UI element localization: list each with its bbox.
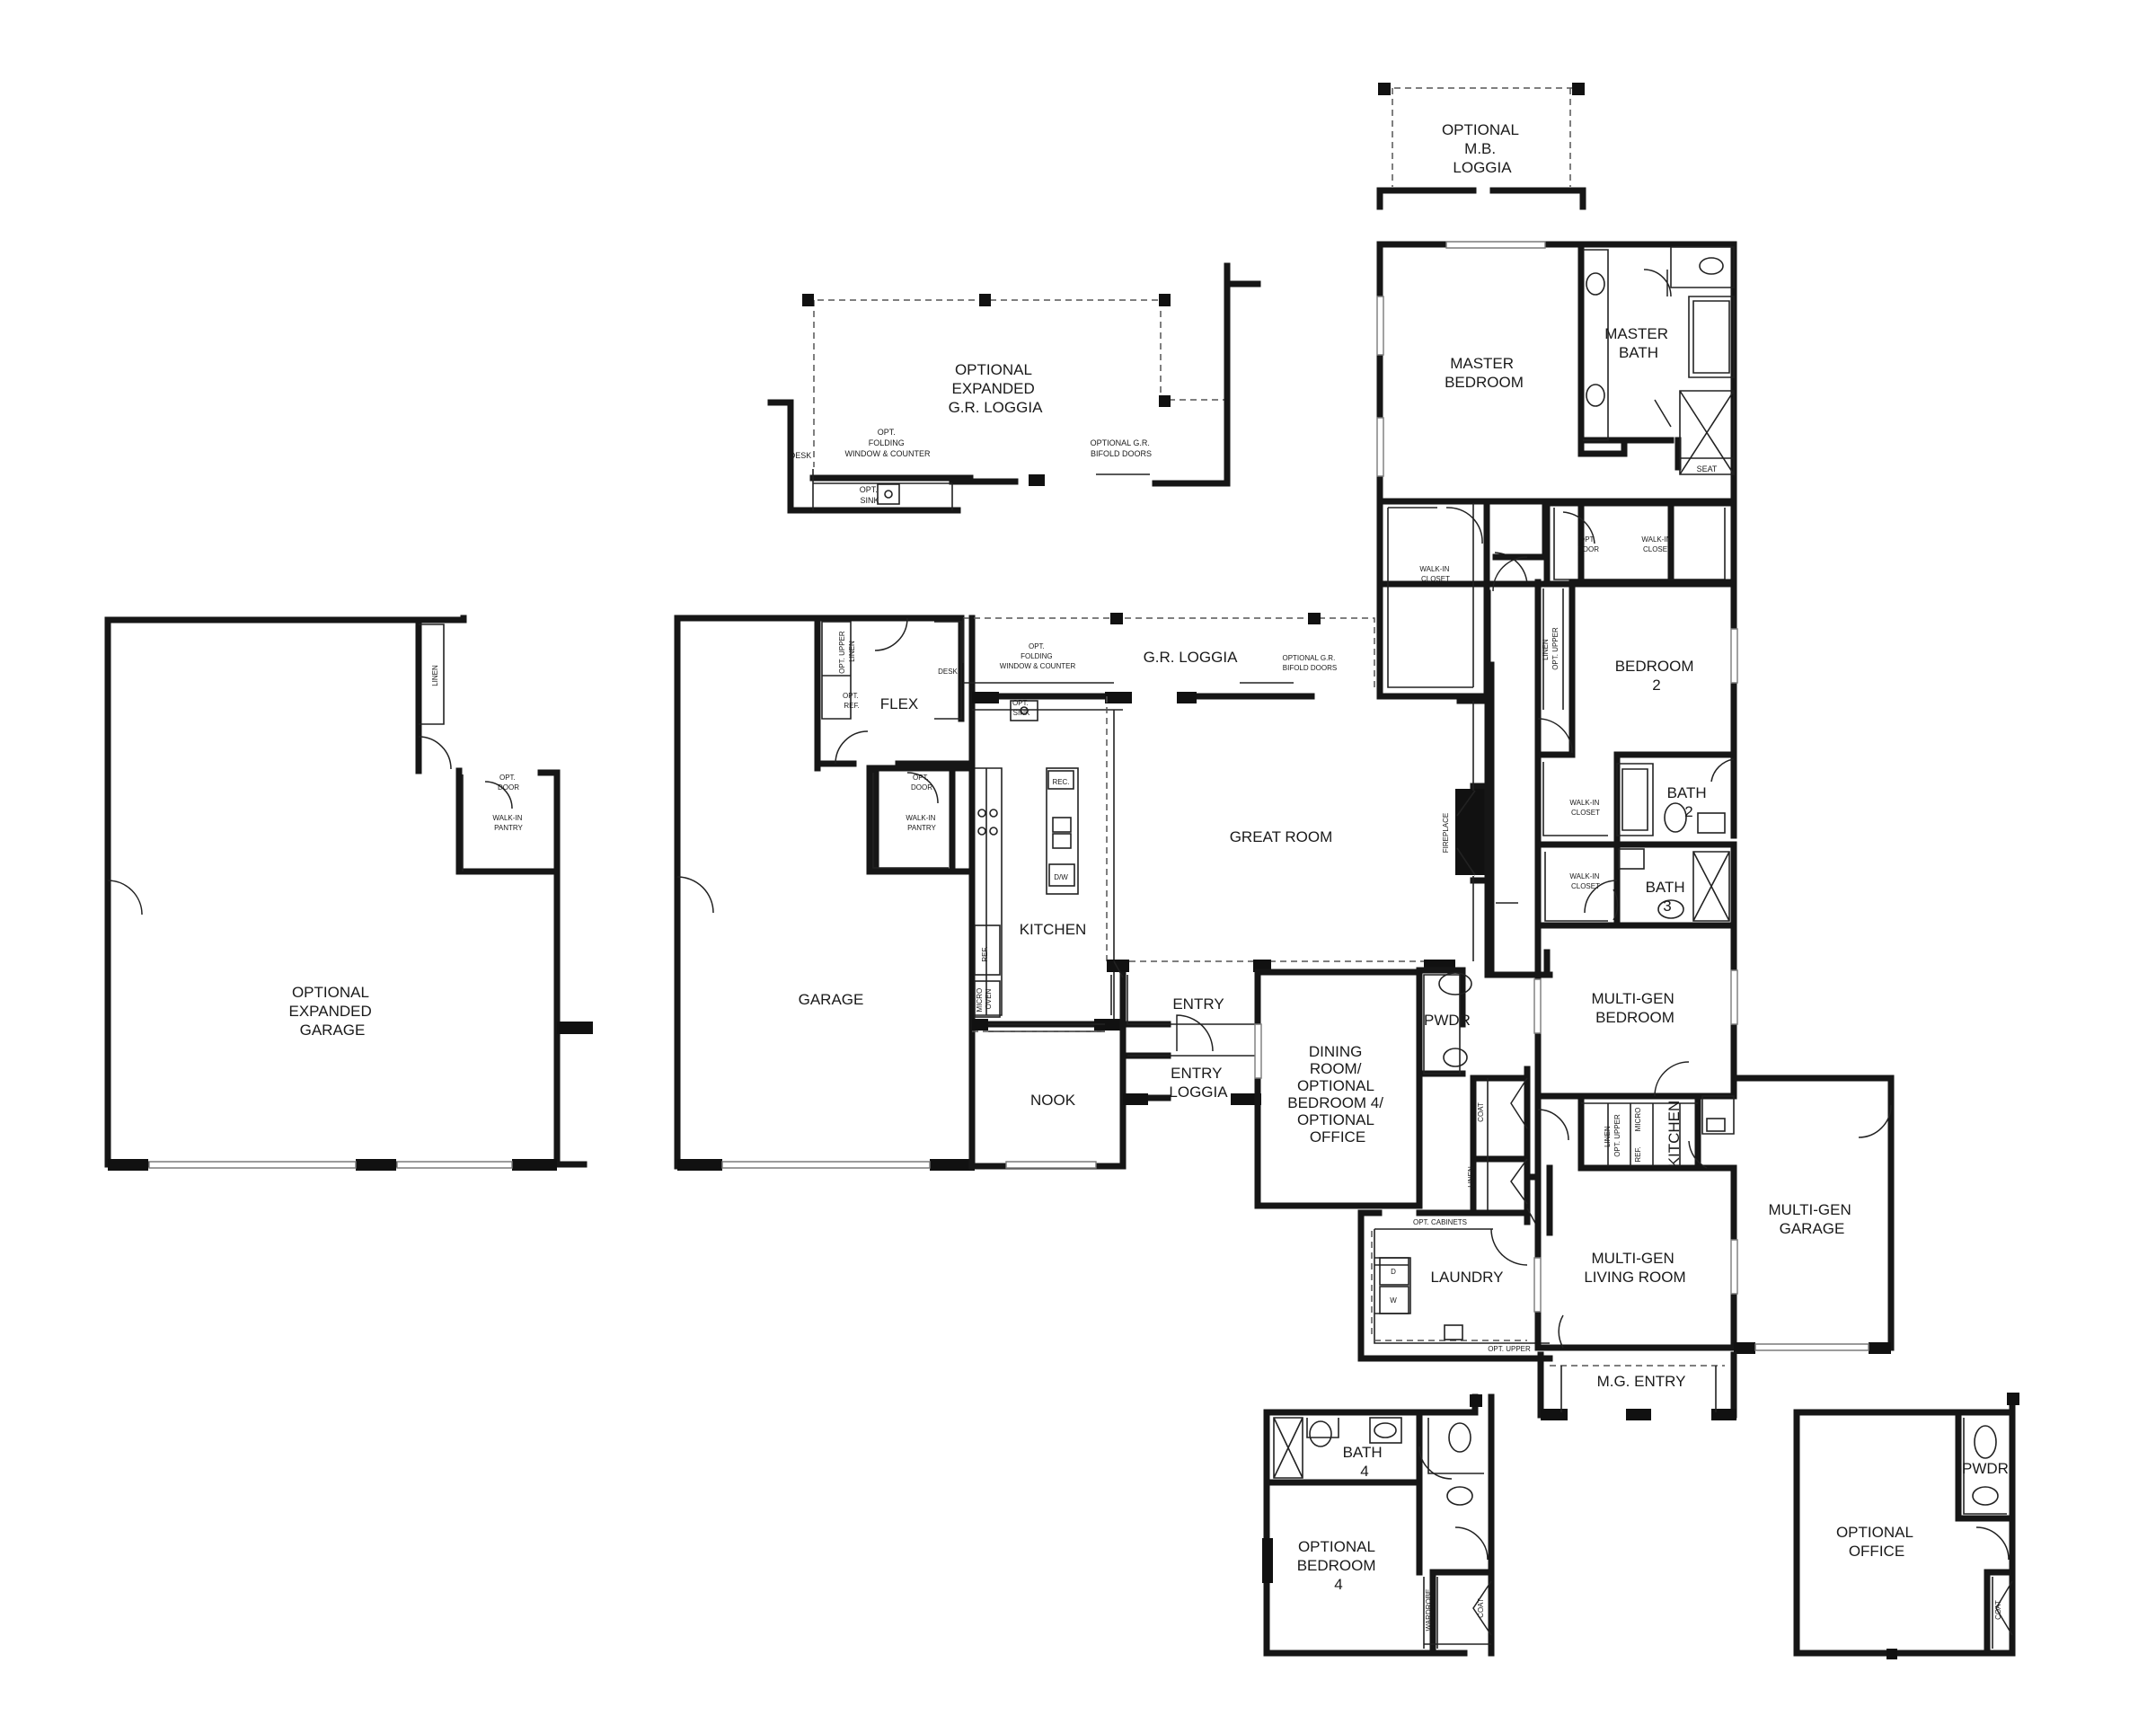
label-walk-in-pantry-flex: WALK-IN PANTRY xyxy=(906,814,937,832)
label-entry-loggia: ENTRY LOGGIA xyxy=(1169,1065,1228,1101)
label-seat: SEAT xyxy=(1697,464,1718,473)
label-pwdr-office: PWDR xyxy=(1962,1460,2009,1477)
label-dryer: D xyxy=(1391,1268,1396,1276)
label-multi-gen-living-room: MULTI-GEN LIVING ROOM xyxy=(1584,1250,1685,1286)
label-optional-gr-bifold-doors-2: OPTIONAL G.R. BIFOLD DOORS xyxy=(1282,654,1337,672)
label-master-bedroom: MASTER BEDROOM xyxy=(1445,355,1524,391)
label-opt-sink-kitchen: OPT. SINK xyxy=(1012,699,1030,717)
label-walk-in-closet-1: WALK-IN CLOSET xyxy=(1419,565,1451,583)
label-opt-cabinets: OPT. CABINETS xyxy=(1413,1218,1467,1226)
label-opt-upper: OPT. UPPER xyxy=(1488,1345,1531,1353)
optional-expanded-garage xyxy=(104,615,593,1171)
label-multi-gen-bedroom: MULTI-GEN BEDROOM xyxy=(1592,990,1679,1026)
label-opt-door-master: OPT. DOOR xyxy=(1577,535,1599,553)
label-opt-gr-bifold-doors: OPTIONAL G.R. BIFOLD DOORS xyxy=(1091,438,1153,458)
label-opt-door-flex: OPT. DOOR xyxy=(911,774,932,792)
label-wardrobe: WARDROBE xyxy=(1425,1589,1433,1632)
main-house-walls xyxy=(674,241,1895,1420)
label-coat-bedroom-4: COAT xyxy=(1477,1598,1485,1618)
label-bath-2: BATH 2 xyxy=(1667,784,1711,820)
label-bedroom-2: BEDROOM 2 xyxy=(1615,658,1699,694)
label-desk: DESK xyxy=(790,451,812,460)
label-dw: D/W xyxy=(1054,873,1068,881)
optional-bedroom-4-plan xyxy=(1262,1393,1495,1657)
label-opt-folding-window-counter-2: OPT. FOLDING WINDOW & COUNTER xyxy=(1000,642,1076,670)
label-optional-office: OPTIONAL OFFICE xyxy=(1836,1524,1917,1560)
label-ref-kitchen: REF. xyxy=(981,946,989,961)
optional-expanded-gr-loggia xyxy=(767,262,1261,514)
label-great-room: GREAT ROOM xyxy=(1230,828,1333,845)
label-flex: FLEX xyxy=(880,695,919,712)
label-walk-in-closet-2: WALK-IN CLOSET xyxy=(1641,535,1673,553)
label-opt-expanded-garage: OPTIONAL EXPANDED GARAGE xyxy=(289,984,376,1039)
label-micro: MICRO xyxy=(1634,1108,1642,1132)
label-master-bath: MASTER BATH xyxy=(1604,325,1673,361)
label-micro-oven: MICRO OVEN xyxy=(976,986,993,1013)
label-gr-loggia: G.R. LOGGIA xyxy=(1144,649,1239,666)
optional-office-plan xyxy=(1793,1393,2019,1659)
label-bath-4: BATH 4 xyxy=(1343,1444,1387,1480)
label-dining-room: DINING ROOM/ OPTIONAL BEDROOM 4/ OPTIONA… xyxy=(1287,1043,1387,1146)
label-fireplace: FIREPLACE xyxy=(1442,813,1450,853)
kitchen-fixtures xyxy=(972,700,1124,1032)
label-linen-opt-upper-2: LINEN OPT. UPPER xyxy=(1604,1114,1621,1157)
label-mg-entry: M.G. ENTRY xyxy=(1597,1373,1686,1390)
label-opt-ref: OPT. REF. xyxy=(843,692,861,710)
label-opt-sink-loggia: OPT. SINK xyxy=(860,485,880,505)
label-opt-folding-window-counter: OPT. FOLDING WINDOW & COUNTER xyxy=(845,428,931,458)
label-ref-mg: REF. xyxy=(1634,1146,1642,1162)
label-kitchen: KITCHEN xyxy=(1020,921,1087,938)
label-linen-garage: LINEN xyxy=(431,665,439,686)
label-nook: NOOK xyxy=(1030,1092,1076,1109)
label-walk-in-pantry-garage: WALK-IN PANTRY xyxy=(492,814,524,832)
label-mg-kitchen: KITCHEN xyxy=(1666,1101,1683,1168)
flex-fixtures xyxy=(821,621,962,875)
label-multi-gen-garage: MULTI-GEN GARAGE xyxy=(1769,1201,1856,1237)
label-bath-3: BATH 3 xyxy=(1646,879,1690,915)
label-coat: COAT xyxy=(1477,1102,1485,1122)
label-opt-door-garage: OPT. DOOR xyxy=(498,774,519,792)
label-walk-in-closet-3: WALK-IN CLOSET xyxy=(1569,799,1601,817)
label-garage: GARAGE xyxy=(799,991,864,1008)
label-opt-upper-linen: OPT. UPPER LINEN xyxy=(838,629,856,674)
room-labels: OPTIONAL M.B. LOGGIA OPTIONAL EXPANDED G… xyxy=(289,121,2009,1631)
label-opt-expanded-gr-loggia: OPTIONAL EXPANDED G.R. LOGGIA xyxy=(949,361,1044,416)
label-entry: ENTRY xyxy=(1172,995,1224,1013)
label-walk-in-closet-4: WALK-IN CLOSET xyxy=(1569,872,1601,890)
label-linen-dining: LINEN xyxy=(1467,1166,1475,1188)
optional-mb-loggia xyxy=(1376,83,1586,210)
label-pwdr: PWDR xyxy=(1424,1012,1471,1029)
label-linen-opt-upper: LINEN OPT. UPPER xyxy=(1542,627,1560,670)
label-laundry: LAUNDRY xyxy=(1431,1269,1504,1286)
label-coat-office: COAT xyxy=(1994,1600,2002,1620)
label-desk-flex: DESK xyxy=(938,668,958,676)
label-rec: REC. xyxy=(1052,778,1069,786)
label-opt-mb-loggia: OPTIONAL M.B. LOGGIA xyxy=(1442,121,1523,176)
label-opt-bedroom-4: OPTIONAL BEDROOM 4 xyxy=(1297,1538,1381,1593)
label-washer: W xyxy=(1390,1296,1397,1305)
